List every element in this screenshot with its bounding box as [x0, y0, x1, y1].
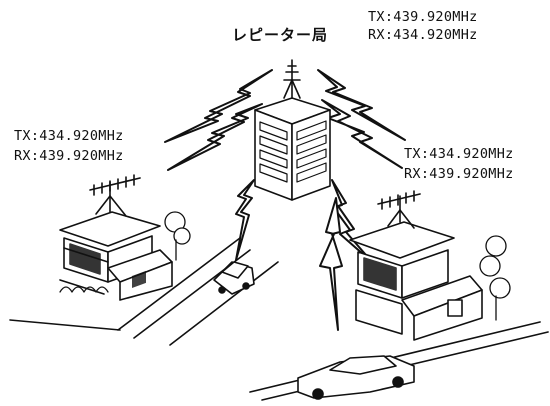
car-large	[297, 355, 415, 400]
station-right-tx: TX:434.920MHz	[404, 146, 514, 162]
radio-link-left-upper	[164, 69, 273, 143]
repeater-antenna-icon	[283, 59, 301, 99]
station-left-rx: RX:439.920MHz	[14, 148, 124, 164]
antenna-right-icon	[377, 190, 421, 229]
repeater-rx: RX:434.920MHz	[368, 27, 478, 43]
shrubs-left	[59, 211, 191, 293]
repeater-title: レピーター局	[232, 26, 329, 44]
radio-link-left-lower	[167, 103, 263, 171]
station-left-tx: TX:434.920MHz	[14, 128, 124, 144]
house-left	[59, 211, 173, 301]
radio-link-right-lower	[321, 99, 403, 169]
car-small	[213, 261, 255, 295]
radio-link-to-car	[319, 197, 343, 331]
antenna-left-icon	[89, 174, 141, 217]
radio-link-down-left	[235, 179, 255, 261]
house-right	[349, 221, 483, 341]
station-right-rx: RX:439.920MHz	[404, 166, 514, 182]
repeater-building	[254, 97, 331, 201]
radio-link-right-upper	[317, 69, 406, 141]
tree-right	[479, 235, 511, 321]
repeater-tx: TX:439.920MHz	[368, 9, 478, 25]
